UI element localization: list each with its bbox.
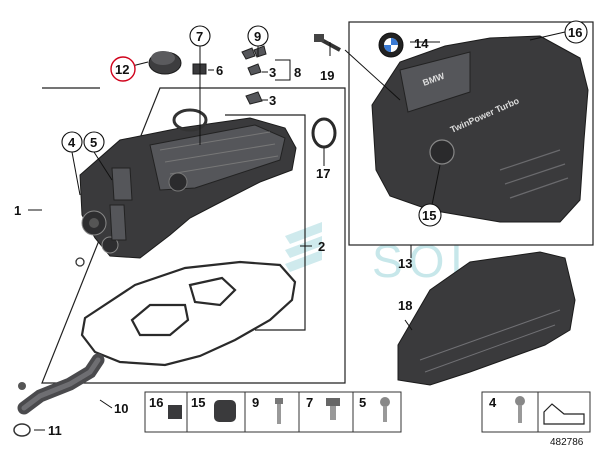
callout-14: 14 (414, 36, 429, 51)
group-frame-2 (225, 114, 306, 331)
seal-ring (311, 117, 337, 149)
callout-ring-12 (110, 56, 136, 82)
callout-11: 11 (48, 423, 62, 438)
callout-1: 1 (14, 203, 21, 218)
callout-6: 6 (216, 63, 223, 78)
legend-cell-5 (352, 391, 402, 433)
callout-18: 18 (398, 298, 412, 313)
breather-hose (17, 353, 105, 415)
legend-cell-4 (481, 391, 539, 433)
legend-num-4: 4 (489, 395, 497, 410)
clips-3 (241, 45, 267, 105)
legend-part-16 (168, 405, 182, 419)
legend-strip: 16 15 9 7 5 4 (144, 391, 591, 433)
diagram-id: 482786 (550, 437, 584, 448)
callout-4: 4 (68, 135, 76, 150)
callout-10: 10 (114, 401, 128, 416)
leader-lines (28, 31, 566, 431)
valve-cover (79, 117, 297, 259)
group-frame-1 (41, 87, 346, 384)
legend-num-15: 15 (191, 395, 205, 410)
callouts: 1 2 4 5 12 6 7 9 3 8 3 17 19 14 16 15 13… (14, 20, 588, 438)
callout-ring-5 (83, 131, 105, 153)
legend-symbol-wedge (543, 403, 585, 425)
oring-small (75, 257, 85, 267)
callout-ring-7 (189, 25, 211, 47)
engine-cover: BMW TwinPower Turbo (371, 35, 589, 223)
legend-part-7 (326, 398, 340, 420)
callout-ring-15 (418, 203, 442, 227)
watermark-logo (285, 222, 322, 272)
legend-part-9 (275, 398, 283, 424)
legend-num-9: 9 (252, 395, 259, 410)
callout-12: 12 (115, 62, 129, 77)
callout-17: 17 (316, 166, 330, 181)
callout-ring-9 (247, 25, 269, 47)
callout-7: 7 (196, 29, 203, 44)
callout-5: 5 (90, 135, 97, 150)
oil-filler-cap (148, 51, 182, 75)
callout-8: 8 (294, 65, 301, 80)
gasket-small (172, 108, 208, 132)
callout-3b: 3 (269, 93, 276, 108)
callout-9: 9 (254, 29, 261, 44)
sensor-19 (314, 34, 341, 52)
legend-num-5: 5 (359, 395, 366, 410)
cover-gasket (80, 260, 297, 367)
callout-15: 15 (422, 208, 436, 223)
callout-16: 16 (568, 25, 582, 40)
group-frame-13 (348, 21, 594, 246)
callout-2: 2 (318, 239, 325, 254)
legend-cell-9 (244, 391, 300, 433)
underbody-cover (397, 251, 576, 386)
oring-11 (13, 423, 31, 437)
legend-part-4 (515, 396, 525, 423)
legend-num-16: 16 (149, 395, 163, 410)
callout-13: 13 (398, 256, 412, 271)
callout-3a: 3 (269, 65, 276, 80)
callout-ring-4 (61, 131, 83, 153)
legend-part-15 (214, 400, 236, 422)
legend-num-7: 7 (306, 395, 313, 410)
callout-ring-16 (564, 20, 588, 44)
callout-19: 19 (320, 68, 334, 83)
bmw-emblem (378, 32, 404, 58)
legend-part-5 (380, 397, 390, 422)
